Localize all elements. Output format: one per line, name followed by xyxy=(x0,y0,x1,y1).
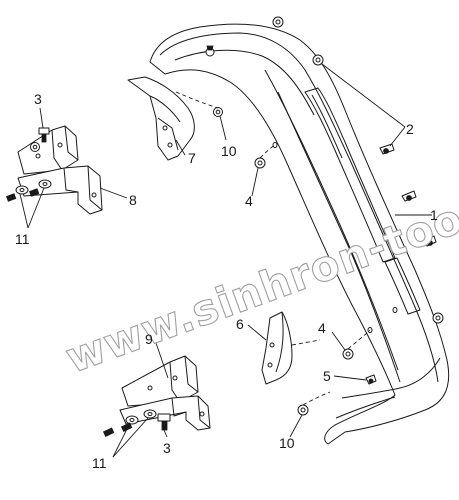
hex-bolt xyxy=(157,413,171,431)
washer-bolt xyxy=(120,409,157,432)
washer-bolt xyxy=(102,415,139,437)
nut-fastener xyxy=(30,142,40,152)
push-clip xyxy=(379,143,395,155)
nut-fastener xyxy=(312,54,324,66)
callout-2: 2 xyxy=(406,121,414,137)
side-support-bracket-lower xyxy=(17,165,103,215)
callout-6: 6 xyxy=(236,316,244,332)
callout-3-top: 3 xyxy=(34,91,42,107)
callout-4-right: 4 xyxy=(318,320,326,336)
side-support-bracket-upper xyxy=(17,125,79,175)
rear-bumper-cover xyxy=(149,23,450,445)
nut-fastener xyxy=(213,107,223,117)
callout-10-top: 10 xyxy=(221,143,237,159)
callout-11-bottom: 11 xyxy=(92,455,107,471)
nut-fastener xyxy=(432,312,444,324)
callout-9: 9 xyxy=(145,331,153,347)
nut-fastener xyxy=(272,16,284,28)
nut-fastener xyxy=(342,348,354,360)
assembly-lines xyxy=(175,91,371,406)
callout-4-left: 4 xyxy=(245,193,253,209)
nut-fastener xyxy=(297,404,309,416)
corner-bracket xyxy=(261,311,293,385)
callout-10-bottom: 10 xyxy=(279,435,295,451)
push-clip xyxy=(401,190,417,202)
callout-5: 5 xyxy=(323,368,331,384)
washer-bolt xyxy=(6,185,29,202)
push-clip xyxy=(365,374,377,385)
hex-bolt xyxy=(38,127,50,143)
callout-1: 1 xyxy=(430,207,438,223)
washer-bolt xyxy=(29,179,52,197)
nut-fastener xyxy=(205,45,215,57)
callout-7: 7 xyxy=(188,150,196,166)
callout-11-top: 11 xyxy=(15,231,30,247)
leader-lines xyxy=(19,63,432,458)
side-support-bracket-lower xyxy=(119,395,211,431)
side-support-bracket-upper xyxy=(121,355,199,407)
left-mounting-bracket xyxy=(127,76,195,161)
callout-8: 8 xyxy=(129,192,137,208)
push-clip xyxy=(423,235,437,247)
nut-fastener xyxy=(254,157,266,169)
callout-3-bottom: 3 xyxy=(163,440,171,456)
